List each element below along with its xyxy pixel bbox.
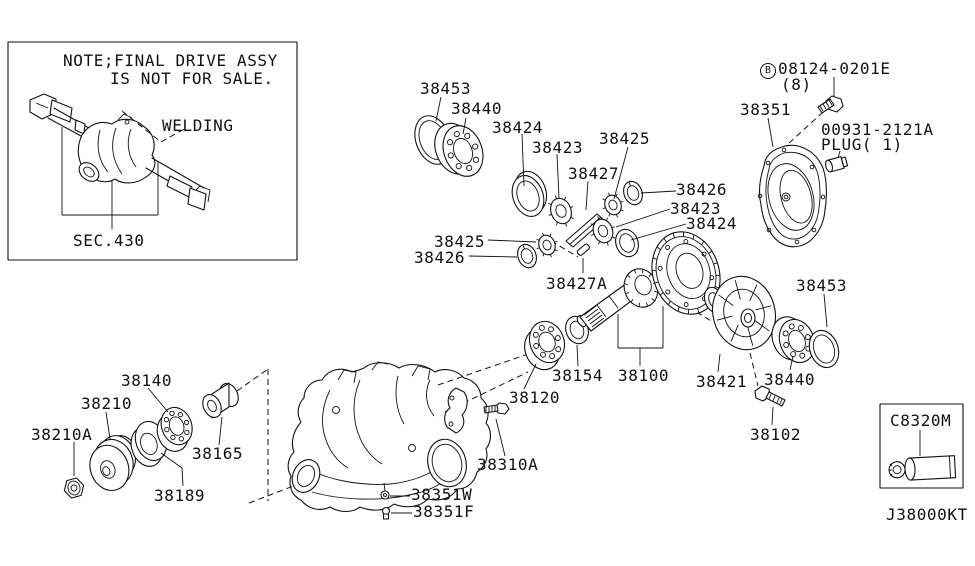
bearing-38440-right-drawing	[771, 316, 816, 364]
plug-38351w-drawing	[380, 490, 390, 500]
rear-cover-38351-drawing	[757, 144, 827, 248]
section-430-label: SEC.430	[73, 231, 145, 250]
part-label-38165: 38165	[192, 444, 244, 463]
part-label-38426-right: 38426	[676, 180, 728, 199]
part-label-38453-right: 38453	[796, 276, 848, 295]
sealant-label-c8320m: C8320M	[890, 411, 952, 430]
part-label-38351f: 38351F	[413, 502, 475, 521]
welding-pointer-dashes	[121, 110, 187, 143]
part-label-38189: 38189	[154, 486, 206, 505]
part-label-38351: 38351	[740, 100, 792, 119]
part-label-38423-left: 38423	[532, 138, 584, 157]
washer-38424-left-drawing	[511, 170, 548, 217]
pinion-gear-38425-lower-drawing	[536, 232, 558, 258]
bearing-38440-top-drawing	[434, 122, 484, 177]
welding-label: WELDING	[162, 116, 234, 135]
part-label-38425-lower-left: 38425	[434, 232, 486, 251]
note-line1: NOTE;FINAL DRIVE ASSY	[63, 51, 278, 70]
sec430-bracket	[61, 127, 159, 229]
sealant-box-drawing	[879, 403, 964, 489]
part-label-38421: 38421	[696, 372, 748, 391]
housing-neck-opening	[427, 438, 467, 488]
bearing-cap-drawing	[444, 387, 468, 434]
bearing-38120-drawing	[524, 320, 566, 371]
part-label-38426-lower-left: 38426	[414, 248, 466, 267]
part-label-38154: 38154	[552, 366, 604, 385]
bolt-38102-drawing	[754, 385, 786, 407]
part-label-00931-2121a: 00931-2121A	[821, 120, 934, 139]
diff-case-38421-drawing	[703, 275, 776, 351]
part-label-38427a: 38427A	[546, 274, 608, 293]
part-label-38424-left: 38424	[492, 118, 544, 137]
drawing-code-label: J38000KT	[886, 505, 968, 524]
bearing-38140-drawing	[156, 406, 193, 452]
part-label-38424-right: 38424	[686, 214, 738, 233]
part-label-38140: 38140	[121, 371, 173, 390]
leader-lines	[73, 77, 921, 514]
washer-38426-top-drawing	[623, 180, 643, 206]
part-label-38440-top: 38440	[451, 99, 503, 118]
lock-pin-38427a-drawing	[576, 243, 591, 256]
part-label-38120: 38120	[509, 388, 561, 407]
part-label-38425-top-right: 38425	[599, 129, 651, 148]
bolt-08124-qty: (8)	[781, 75, 812, 94]
rear-axle-drawing	[29, 93, 211, 211]
circled-b-icon: B	[760, 62, 776, 79]
bolt-38310a-drawing	[483, 402, 510, 415]
note-box-drawing	[7, 41, 298, 261]
part-label-38440-right: 38440	[764, 370, 816, 389]
plug-38351f-drawing	[381, 506, 391, 520]
part-label-38427: 38427	[568, 164, 620, 183]
alignment-dashed-lines	[236, 112, 823, 504]
side-gear-38423-left-drawing	[548, 195, 574, 227]
part-label-38310a: 38310A	[477, 455, 539, 474]
pinion-gear-38425-top-drawing	[602, 192, 624, 218]
spacer-38165-drawing	[202, 382, 239, 419]
washer-38424-right-drawing	[615, 228, 639, 258]
part-label-38102: 38102	[750, 425, 802, 444]
drive-pinion-38100-drawing	[576, 268, 659, 332]
part-label-38210: 38210	[81, 394, 133, 413]
part-label-38453-top: 38453	[420, 79, 472, 98]
note-line2: IS NOT FOR SALE.	[110, 69, 274, 88]
ring-gear-drawing	[651, 231, 721, 315]
part-label-38100: 38100	[618, 366, 670, 385]
carrier-housing-drawing	[287, 361, 492, 513]
bolt-08124-drawing	[817, 95, 844, 114]
flange-38210-drawing	[89, 435, 137, 491]
washer-38426-lower-drawing	[517, 243, 537, 269]
seal-38453-right-drawing	[808, 329, 840, 369]
part-label-38423-right: 38423	[670, 199, 722, 218]
part-label-38351w: 38351W	[411, 485, 473, 504]
plug-00931-drawing	[825, 156, 849, 173]
side-gear-38423-right-drawing	[590, 216, 616, 246]
plug-qty-label: PLUG( 1)	[821, 135, 903, 154]
part-label-38210a: 38210A	[31, 425, 93, 444]
nut-38210a-drawing	[63, 477, 85, 499]
